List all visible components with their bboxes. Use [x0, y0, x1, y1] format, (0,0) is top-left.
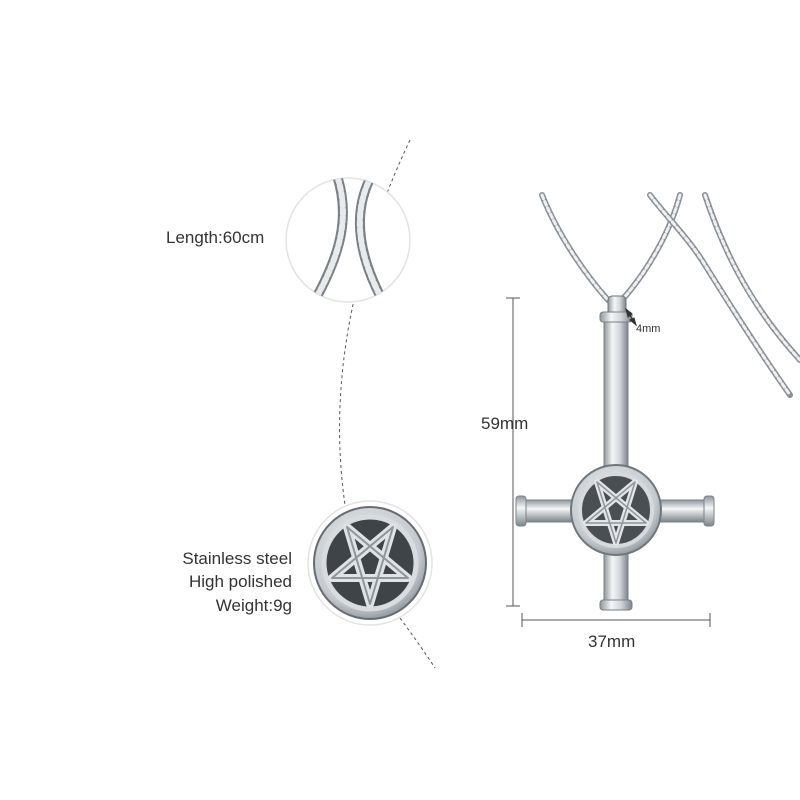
width-dimension	[521, 613, 711, 627]
material-label: Stainless steel	[182, 549, 292, 568]
height-value: 59mm	[481, 414, 529, 433]
weight-label: Weight:9g	[215, 596, 292, 615]
bail-dimension	[625, 307, 637, 327]
necklace-chain	[539, 192, 800, 398]
width-value: 37mm	[588, 632, 636, 651]
finish-label: High polished	[188, 572, 292, 591]
chain-detail-zoom	[285, 177, 411, 303]
length-label: Length:60cm	[166, 228, 265, 247]
bail-size-value: 4mm	[636, 323, 661, 335]
inverted-cross-pendant	[515, 295, 715, 611]
pentagram-detail-zoom	[307, 500, 433, 626]
connector-arc-bottom	[399, 617, 436, 669]
height-dimension	[506, 297, 520, 607]
connector-arc	[339, 139, 411, 506]
